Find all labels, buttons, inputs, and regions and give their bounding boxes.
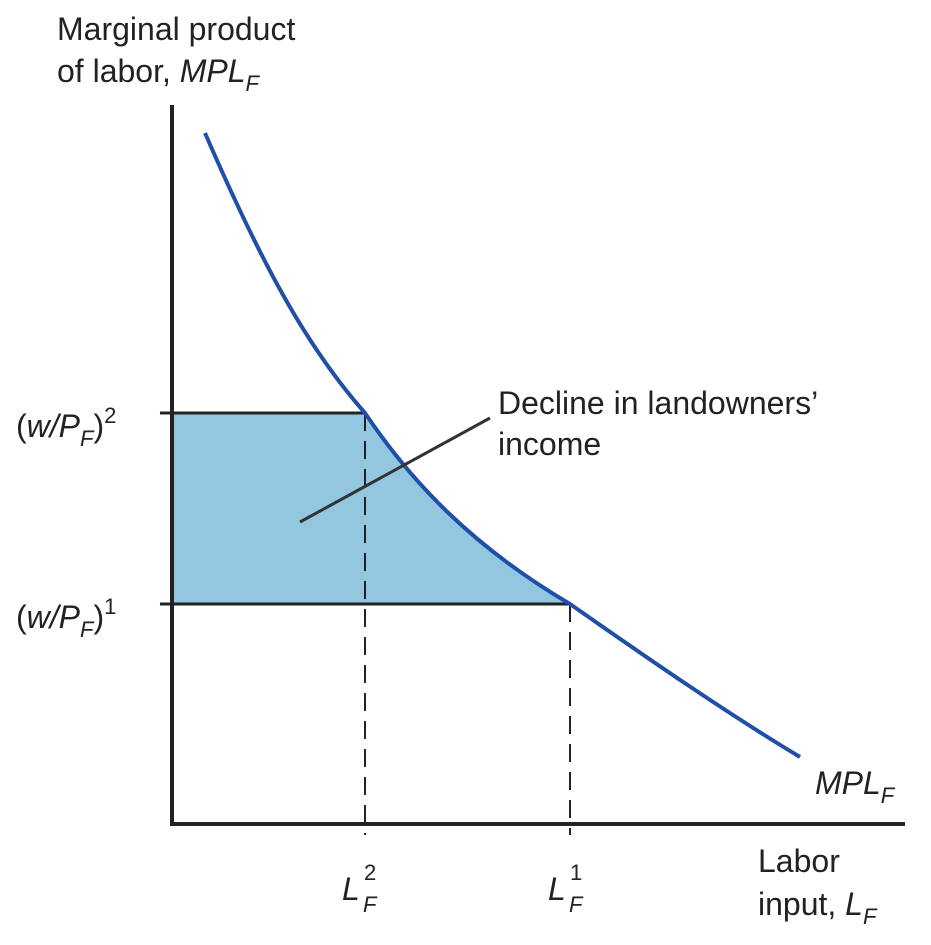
area-label-line1: Decline in landowners’ xyxy=(498,385,818,421)
area-label-line2: income xyxy=(498,426,601,462)
landowner-income-decline-area xyxy=(172,413,570,604)
svg-text:F: F xyxy=(569,892,584,917)
x-axis-title-line2: input, LF xyxy=(758,886,878,929)
labor-1-label: L 1 F xyxy=(548,860,584,917)
svg-text:L: L xyxy=(342,871,360,907)
y-axis-title-line2: of labor, MPLF xyxy=(57,53,261,96)
mpl-curve xyxy=(203,132,802,759)
svg-text:L: L xyxy=(548,871,566,907)
wage-1-label: (w/PF)1 xyxy=(16,594,116,642)
wage-2-label: (w/PF)2 xyxy=(16,403,116,451)
labor-2-label: L 2 F xyxy=(342,860,378,917)
svg-text:1: 1 xyxy=(570,860,582,885)
y-axis-title-line1: Marginal product xyxy=(57,11,295,47)
mpl-curve-label: MPLF xyxy=(815,765,896,808)
x-axis-title-line1: Labor xyxy=(758,843,840,879)
svg-text:F: F xyxy=(363,892,378,917)
area-leader-line xyxy=(299,416,491,524)
svg-text:2: 2 xyxy=(364,860,376,885)
